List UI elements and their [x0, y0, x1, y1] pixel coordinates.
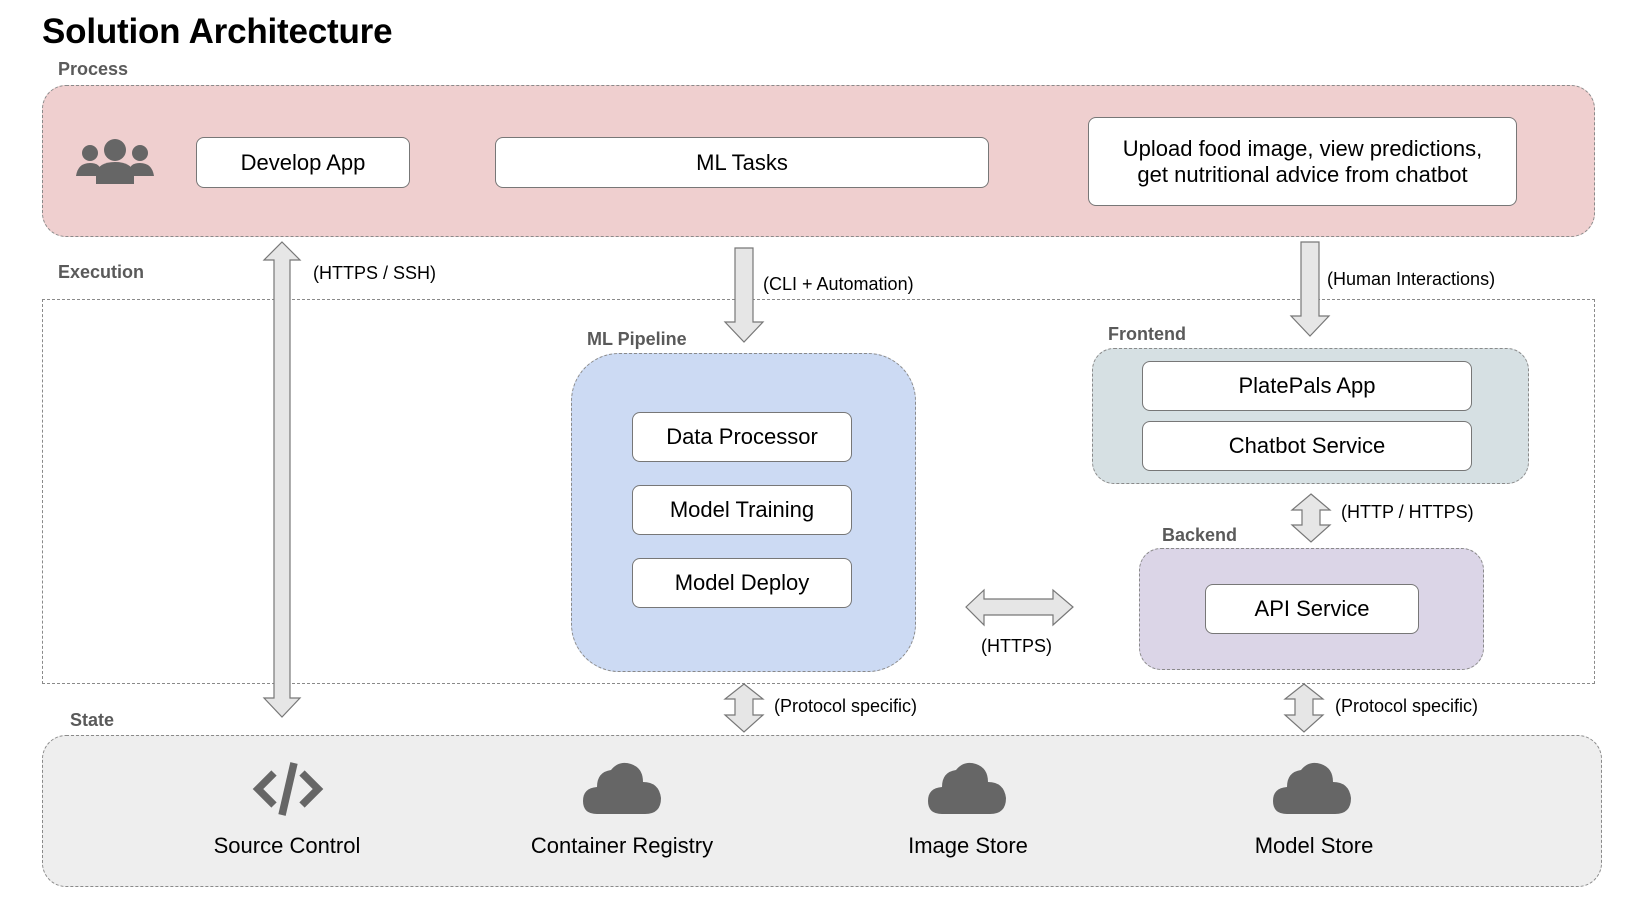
source-control-label: Source Control	[213, 833, 361, 858]
api-service-box[interactable]: API Service	[1205, 584, 1419, 634]
execution-section-label: Execution	[58, 262, 145, 282]
frontend-label: Frontend	[1108, 324, 1186, 344]
protocol-specific-arrow-2	[1283, 683, 1325, 733]
https-ssh-label: (HTTPS / SSH)	[313, 263, 437, 283]
upload-food-image-box[interactable]: Upload food image, view predictions, get…	[1088, 117, 1517, 206]
cloud-icon	[1273, 760, 1351, 816]
data-processor-box[interactable]: Data Processor	[632, 412, 852, 462]
protocol-specific-label-2: (Protocol specific)	[1335, 696, 1479, 716]
cloud-icon	[583, 760, 661, 816]
model-store-label: Model Store	[1254, 833, 1374, 858]
code-icon	[250, 759, 326, 819]
develop-app-box[interactable]: Develop App	[196, 137, 410, 188]
cli-automation-label: (CLI + Automation)	[763, 274, 914, 294]
process-section-label: Process	[58, 59, 129, 79]
ml-tasks-box[interactable]: ML Tasks	[495, 137, 989, 188]
users-icon	[76, 138, 154, 186]
execution-lane	[42, 299, 1595, 684]
state-section-label: State	[70, 710, 115, 730]
cloud-icon	[928, 760, 1006, 816]
chatbot-service-box[interactable]: Chatbot Service	[1142, 421, 1472, 471]
model-deploy-box[interactable]: Model Deploy	[632, 558, 852, 608]
image-store-label: Image Store	[908, 833, 1028, 858]
human-interactions-label: (Human Interactions)	[1327, 269, 1496, 289]
protocol-specific-arrow-1	[723, 683, 765, 733]
container-registry-label: Container Registry	[530, 833, 714, 858]
model-training-box[interactable]: Model Training	[632, 485, 852, 535]
http-https-label: (HTTP / HTTPS)	[1341, 502, 1474, 522]
page-title: Solution Architecture	[42, 12, 393, 51]
ml-pipeline-label: ML Pipeline	[587, 329, 687, 349]
protocol-specific-label-1: (Protocol specific)	[774, 696, 918, 716]
platepals-app-box[interactable]: PlatePals App	[1142, 361, 1472, 411]
backend-label: Backend	[1162, 525, 1238, 545]
https-label: (HTTPS)	[981, 636, 1052, 656]
